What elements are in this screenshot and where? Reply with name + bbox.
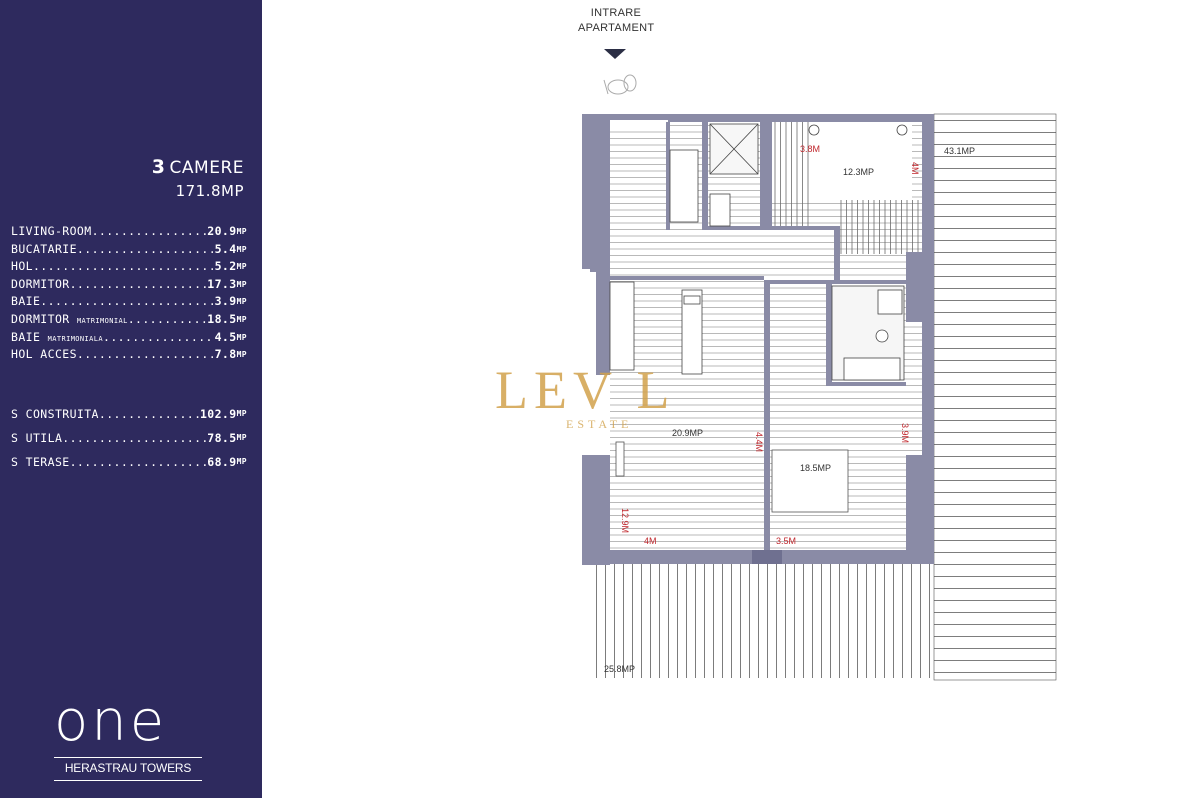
- bathroom-fixtures: [669, 123, 908, 381]
- dim-living-height: 4.4M: [754, 432, 764, 452]
- total-row: S TERASE 68.9MP: [11, 450, 247, 474]
- dim-master-height: 3.9M: [900, 423, 910, 443]
- total-row: S UTILA 78.5MP: [11, 426, 247, 450]
- door-icon: [603, 74, 637, 95]
- brand-subtitle: HERASTRAU TOWERS: [64, 761, 192, 775]
- entrance-label: INTRARE APARTAMENT: [578, 7, 655, 34]
- rooms-count: 3: [151, 156, 166, 178]
- terrace-bottom: [596, 564, 934, 678]
- area-label-living: 20.9MP: [672, 428, 703, 438]
- room-row: BAIE3.9MP: [11, 294, 247, 312]
- watermark-sub: ESTATE: [566, 417, 633, 431]
- watermark-logo: LEV L: [495, 360, 676, 420]
- dim-living-width: 4M: [644, 536, 657, 546]
- room-row: DORMITOR MATRIMONIAL18.5MP: [11, 312, 247, 330]
- area-label-master: 18.5MP: [800, 463, 831, 473]
- dim-living-side: 12.9M: [620, 508, 630, 533]
- room-row: HOL5.2MP: [11, 259, 247, 277]
- logo-rule-top: [54, 757, 202, 758]
- entrance-arrow-icon: [604, 49, 626, 59]
- walls: [582, 114, 934, 565]
- logo-rule-bottom: [54, 780, 202, 781]
- dim-bedroom-width: 3.8M: [800, 144, 820, 154]
- floor-plan-drawing: 12.3MP 20.9MP 18.5MP 43.1MP 25.8MP 3.8M …: [582, 74, 1057, 681]
- dim-master-width: 3.5M: [776, 536, 796, 546]
- area-label-bedroom: 12.3MP: [843, 167, 874, 177]
- floor-plan: 12.3MP 20.9MP 18.5MP 43.1MP 25.8MP 3.8M …: [560, 60, 1070, 700]
- area-totals: S CONSTRUITA 102.9MP S UTILA 78.5MP S TE…: [11, 402, 247, 474]
- rooms-word: CAMERE: [169, 158, 244, 178]
- room-row: HOL ACCES7.8MP: [11, 347, 247, 365]
- room-row: BUCATARIE5.4MP: [11, 242, 247, 260]
- room-row: LIVING-ROOM20.9MP: [11, 224, 247, 242]
- room-row: BAIE MATRIMONIALA4.5MP: [11, 330, 247, 348]
- dim-bedroom-height: 4M: [910, 162, 920, 175]
- room-list: LIVING-ROOM20.9MP BUCATARIE5.4MP HOL5.2M…: [11, 224, 247, 365]
- furniture: [615, 441, 849, 513]
- total-row: S CONSTRUITA 102.9MP: [11, 402, 247, 426]
- terrace-right: [934, 114, 1056, 680]
- kitchen-counter: [609, 281, 703, 375]
- brand-logo: one: [54, 689, 168, 754]
- area-label-terrace-right: 43.1MP: [944, 146, 975, 156]
- room-row: DORMITOR17.3MP: [11, 277, 247, 295]
- total-area: 171.8MP: [175, 182, 244, 200]
- area-label-terrace-bottom: 25.8MP: [604, 664, 635, 674]
